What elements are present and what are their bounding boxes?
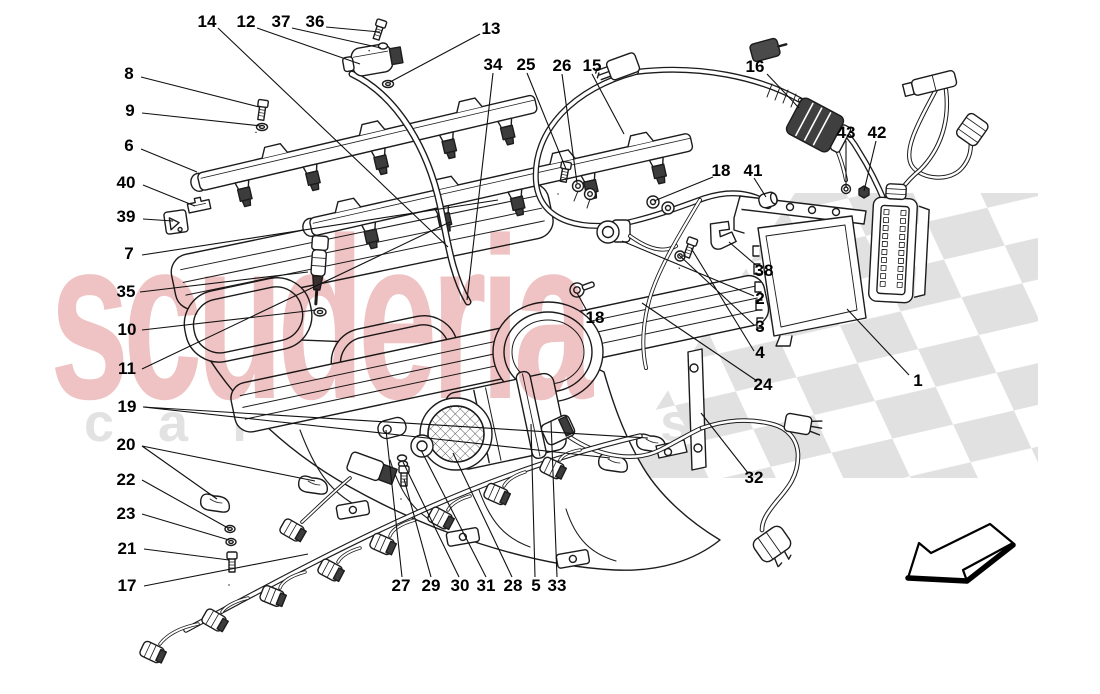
callout-label-14: 14 <box>197 12 217 31</box>
callout-label-6: 6 <box>124 136 134 155</box>
callout-label-2: 2 <box>755 289 765 308</box>
svg-text:scuderia: scuderia <box>50 190 594 447</box>
cable-clamp-18 <box>569 281 595 298</box>
two-prong-plug <box>752 525 792 568</box>
cover-gasket <box>183 277 313 363</box>
callout-label-19: 19 <box>117 397 137 416</box>
callout-label-37: 37 <box>271 12 291 31</box>
callout-label-17: 17 <box>117 576 137 595</box>
callout-label-16: 16 <box>745 57 765 76</box>
fuel-rail-rear <box>302 131 694 251</box>
knock-sensor-cable <box>889 70 989 211</box>
callout-label-3: 3 <box>755 317 765 336</box>
callout-label-43: 43 <box>836 123 856 142</box>
sensor-bracket-cluster <box>277 416 434 545</box>
callout-label-40: 40 <box>116 173 136 192</box>
callout-label-27: 27 <box>391 576 411 595</box>
callout-label-35: 35 <box>116 282 136 301</box>
callout-label-22: 22 <box>116 470 136 489</box>
callout-label-7: 7 <box>124 244 134 263</box>
callout-label-13: 13 <box>481 19 501 38</box>
callout-label-10: 10 <box>117 320 137 339</box>
harness-connector <box>595 52 641 81</box>
callout-label-30: 30 <box>450 576 470 595</box>
harness-plug <box>749 37 788 63</box>
grommet-41 <box>758 191 778 209</box>
clamp-40 <box>186 196 212 214</box>
callout-label-24: 24 <box>753 375 773 394</box>
callout-label-5: 5 <box>531 576 541 595</box>
callout-label-31: 31 <box>476 576 496 595</box>
callout-label-42: 42 <box>867 123 887 142</box>
callout-label-1: 1 <box>913 371 923 390</box>
callout-label-28: 28 <box>503 576 523 595</box>
callout-label-11: 11 <box>118 359 136 378</box>
connector-16 <box>785 97 852 153</box>
callout-label-29: 29 <box>421 576 441 595</box>
callout-label-38: 38 <box>754 261 774 280</box>
watermark-brand: scuderia <box>50 190 600 447</box>
connector-2 <box>596 219 678 252</box>
ecu-main-connector <box>868 183 930 304</box>
callout-label-23: 23 <box>116 504 136 523</box>
callout-label-18: 18 <box>711 161 731 180</box>
callout-label-26: 26 <box>552 56 572 75</box>
injection-harness <box>137 433 643 666</box>
direction-arrow-icon <box>905 522 1016 584</box>
callout-label-20: 20 <box>116 435 136 454</box>
engine-harness <box>532 37 889 229</box>
callout-label-41: 41 <box>743 161 763 180</box>
checkered-flag <box>612 193 1038 478</box>
nut-42 <box>858 185 870 199</box>
callout-label-34: 34 <box>483 55 503 74</box>
callout-label-25: 25 <box>516 55 536 74</box>
pressure-regulator <box>342 43 404 77</box>
callout-label-39: 39 <box>116 207 136 226</box>
fuel-rail-front <box>190 94 538 209</box>
callout-leader-lines <box>139 26 910 587</box>
callout-label-8: 8 <box>124 64 134 83</box>
callout-label-21: 21 <box>117 539 137 558</box>
callout-label-15: 15 <box>582 56 602 75</box>
engine-illustration <box>137 17 989 666</box>
injector-35 <box>310 234 330 306</box>
callout-label-32: 32 <box>744 468 764 487</box>
callout-label-36: 36 <box>305 12 325 31</box>
callout-label-4: 4 <box>755 343 765 362</box>
callout-label-18: 18 <box>585 308 605 327</box>
callout-label-12: 12 <box>236 12 256 31</box>
bracket-39 <box>163 209 189 235</box>
callout-label-9: 9 <box>125 101 135 120</box>
maf-sensor <box>419 397 493 471</box>
callout-label-33: 33 <box>547 576 567 595</box>
bracket-32 <box>655 348 707 471</box>
